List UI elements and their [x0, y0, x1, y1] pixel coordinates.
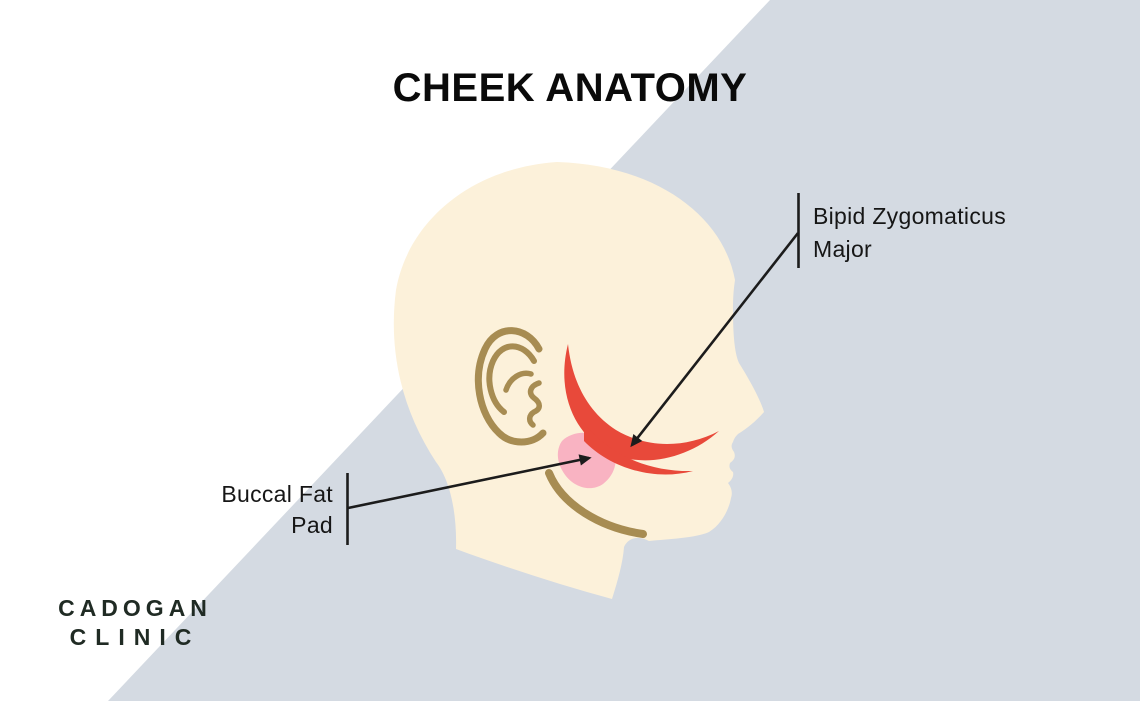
ear-inner-helix — [486, 343, 537, 415]
buccal-arrow — [347, 454, 592, 510]
label-buccal-line1: Buccal Fat — [221, 481, 333, 507]
zygomaticus-muscle-shape — [564, 344, 719, 475]
label-bipid-zygomaticus-major: Bipid Zygomaticus Major — [813, 200, 1053, 266]
ear-antihelix — [503, 370, 534, 393]
ear-icon — [475, 327, 547, 446]
logo-line2: CLINIC — [69, 624, 201, 650]
head-silhouette — [393, 162, 764, 599]
page-title: CHEEK ANATOMY — [392, 66, 748, 110]
label-bipid-line2: Major — [813, 236, 873, 262]
bipid-arrow — [630, 232, 800, 448]
ear-outer-helix — [475, 327, 547, 446]
ear-tragus-squiggle — [527, 380, 542, 428]
label-bipid-line1: Bipid Zygomaticus — [813, 203, 1007, 229]
annotation-lines — [346, 193, 800, 545]
muscle-lower-head — [584, 423, 693, 475]
label-buccal-fat-pad: Buccal Fat Pad — [113, 479, 333, 541]
jaw-line — [545, 469, 647, 538]
label-buccal-line2: Pad — [291, 512, 333, 538]
muscle-main-belly — [564, 344, 719, 461]
cadogan-clinic-logo: CADOGAN CLINIC — [47, 594, 223, 652]
logo-line1: CADOGAN — [58, 595, 212, 621]
